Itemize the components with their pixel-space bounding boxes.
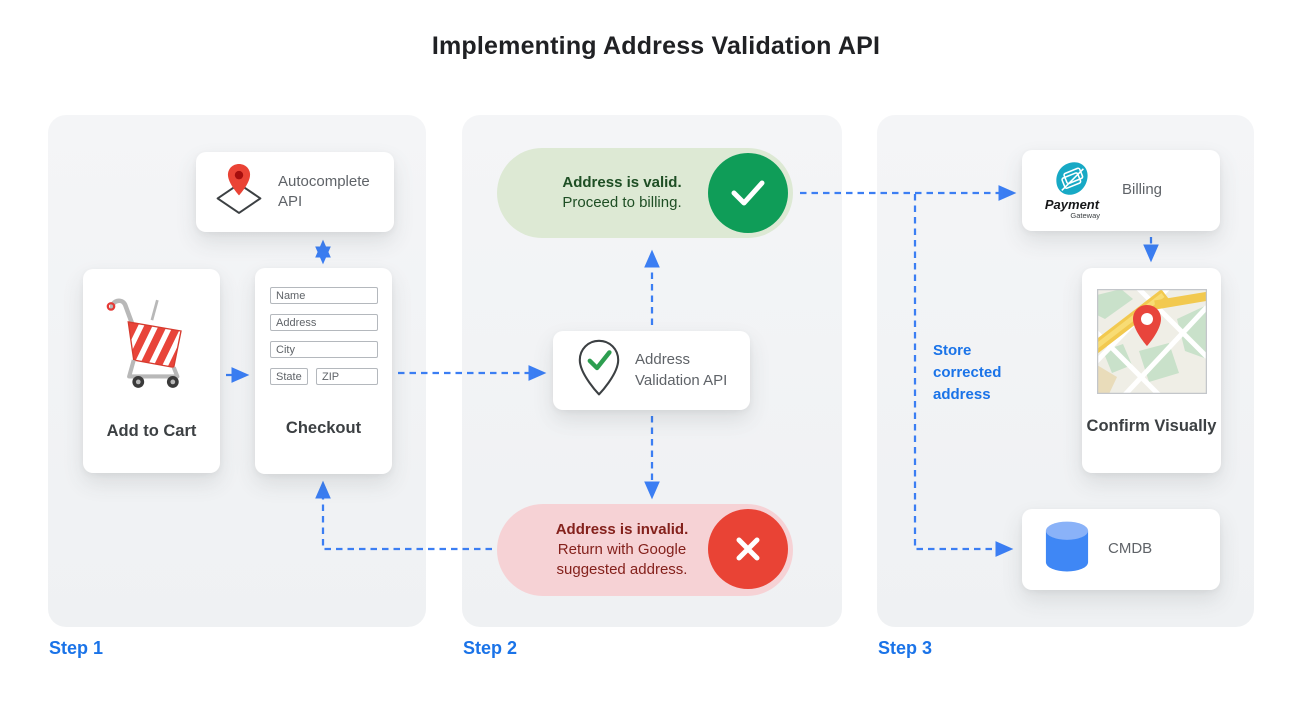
payment-gateway-icon: Payment Gateway (1036, 161, 1108, 220)
checkout-field-zip: ZIP (316, 368, 378, 385)
autocomplete-api-label: Autocomplete API (278, 172, 370, 210)
diagram-title: Implementing Address Validation API (431, 32, 881, 60)
address-validation-api-card: Address Validation API (553, 331, 750, 410)
confirm-visually-label: Confirm Visually (1086, 417, 1217, 435)
add-to-cart-label: Add to Cart (106, 422, 197, 440)
check-circle-icon (708, 153, 788, 233)
autocomplete-api-card: Autocomplete API (196, 152, 394, 232)
billing-label: Billing (1122, 181, 1163, 199)
checkout-label: Checkout (285, 419, 362, 437)
add-to-cart-card: Add to Cart (83, 269, 220, 473)
step1-label: Step 1 (49, 638, 104, 658)
database-cylinder-icon (1044, 520, 1090, 579)
autocomplete-pin-map-icon (210, 161, 268, 224)
cmdb-label: CMDB (1108, 540, 1153, 558)
checkout-field-name: Name (270, 287, 378, 304)
payment-gateway-brand-text: Payment (1044, 197, 1100, 212)
map-thumbnail-icon (1085, 277, 1210, 403)
address-validation-api-label: Address Validation API (635, 351, 728, 389)
step2-label: Step 2 (463, 638, 518, 658)
valid-title: Address is valid. (562, 174, 682, 191)
checkout-card: Name Address City State ZIP Checkout (255, 268, 392, 474)
checkout-field-address: Address (270, 314, 378, 331)
confirm-visually-card: Confirm Visually (1082, 268, 1221, 473)
step3-label: Step 3 (878, 638, 933, 658)
checkout-field-state: State (270, 368, 308, 385)
valid-subtitle: Proceed to billing. (562, 194, 682, 211)
address-valid-pill: Address is valid. Proceed to billing. (497, 148, 793, 238)
invalid-title: Address is invalid. (555, 521, 689, 538)
store-corrected-address-annotation: Store corrected address (933, 342, 1002, 403)
address-invalid-pill: Address is invalid. Return with Google s… (497, 504, 793, 596)
validation-pin-check-icon (575, 338, 623, 403)
payment-gateway-sub-text: Gateway (1070, 211, 1100, 220)
x-circle-icon (708, 509, 788, 589)
checkout-field-city: City (270, 341, 378, 358)
invalid-subtitle: Return with Google suggested address. (556, 541, 688, 578)
billing-card: Payment Gateway Billing (1022, 150, 1220, 231)
shopping-cart-icon (101, 287, 201, 400)
cmdb-card: CMDB (1022, 509, 1220, 590)
